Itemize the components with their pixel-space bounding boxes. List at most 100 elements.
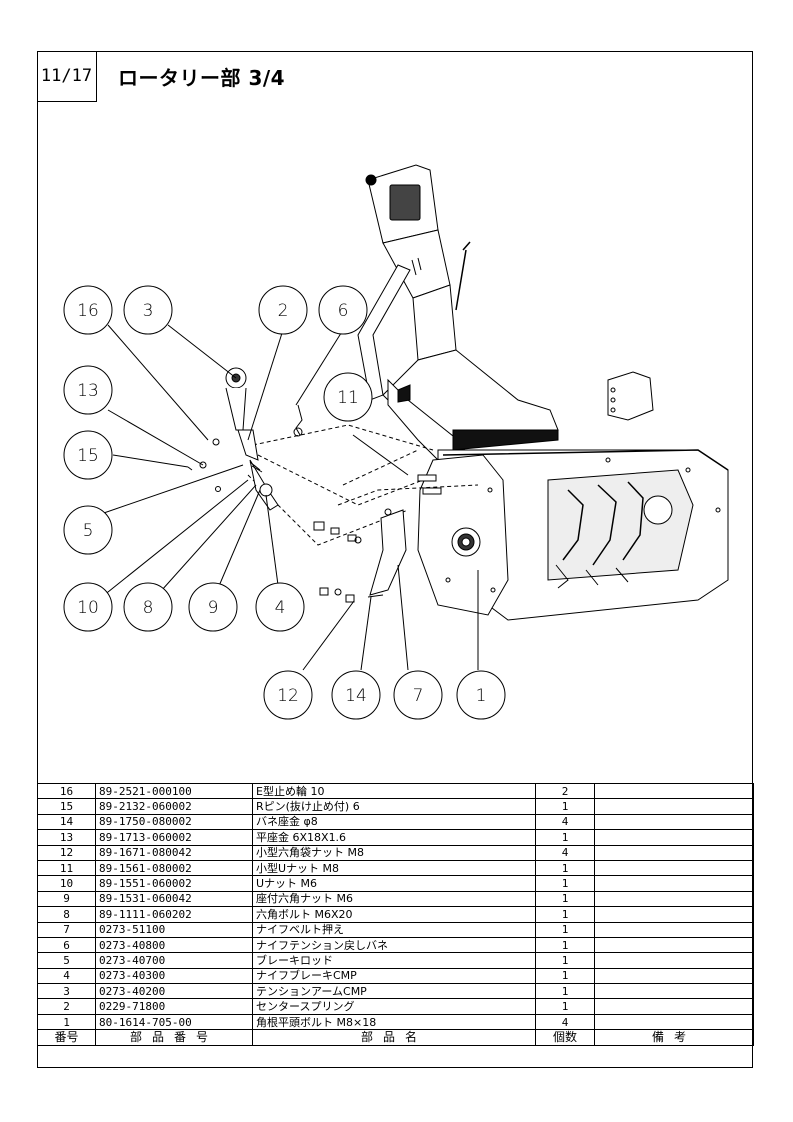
- row-name: ブレーキロッド: [252, 952, 536, 969]
- handle-frame: [357, 164, 559, 481]
- callout-label: 6: [338, 301, 349, 321]
- assembly-lines: [247, 424, 479, 546]
- row-qty: 4: [535, 813, 595, 831]
- row-name: 小型六角袋ナット M8: [252, 844, 536, 861]
- row-remark: [594, 829, 754, 846]
- row-part-no: 89-1111-060202: [95, 906, 253, 923]
- row-no: 15: [37, 798, 96, 815]
- row-name: センタースプリング: [252, 998, 536, 1015]
- rotary-housing: [417, 371, 729, 621]
- row-part-no: 89-2132-060002: [95, 798, 253, 815]
- row-qty: 1: [535, 998, 595, 1015]
- page-frame: [37, 51, 753, 1068]
- row-name: 座付六角ナット M6: [252, 890, 536, 908]
- header-name: 部品名: [252, 1029, 536, 1046]
- row-remark: [594, 875, 754, 892]
- row-remark: [594, 890, 754, 908]
- row-name: E型止め輪 10: [252, 782, 536, 800]
- row-part-no: 80-1614-705-00: [95, 1013, 253, 1031]
- exploded-parts: [187, 367, 442, 603]
- row-remark: [594, 859, 754, 877]
- callout-label: 15: [77, 446, 99, 466]
- row-name: 角根平頭ボルト M8×18: [252, 1013, 536, 1031]
- row-part-no: 0273-40700: [95, 952, 253, 969]
- row-no: 5: [37, 952, 96, 969]
- header-qty: 個数: [535, 1029, 595, 1046]
- row-no: 1: [37, 1013, 96, 1031]
- row-part-no: 0273-40800: [95, 936, 253, 954]
- callout-label: 14: [345, 686, 367, 706]
- row-remark: [594, 906, 754, 923]
- header-remark: 備考: [594, 1029, 754, 1046]
- row-part-no: 89-2521-000100: [95, 782, 253, 800]
- row-part-no: 0273-40200: [95, 983, 253, 1000]
- callout-label: 3: [143, 301, 154, 321]
- row-remark: [594, 983, 754, 1000]
- page-number: 11/17: [37, 51, 97, 102]
- row-part-no: 89-1713-060002: [95, 829, 253, 846]
- callout-label: 13: [77, 381, 99, 401]
- callout-label: 9: [208, 598, 219, 618]
- row-name: 六角ボルト M6X20: [252, 906, 536, 923]
- row-remark: [594, 798, 754, 815]
- row-no: 9: [37, 890, 96, 908]
- row-remark: [594, 952, 754, 969]
- header-no: 番号: [37, 1029, 96, 1046]
- row-qty: 1: [535, 798, 595, 815]
- row-remark: [594, 782, 754, 800]
- row-remark: [594, 921, 754, 938]
- row-no: 6: [37, 936, 96, 954]
- row-no: 4: [37, 967, 96, 985]
- row-qty: 1: [535, 859, 595, 877]
- row-part-no: 89-1750-080002: [95, 813, 253, 831]
- row-part-no: 0273-51100: [95, 921, 253, 938]
- callout-label: 1: [476, 686, 487, 706]
- callout-label: 10: [77, 598, 99, 618]
- row-part-no: 89-1671-080042: [95, 844, 253, 861]
- row-name: Uナット M6: [252, 875, 536, 892]
- row-no: 16: [37, 782, 96, 800]
- row-remark: [594, 936, 754, 954]
- row-part-no: 89-1561-080002: [95, 859, 253, 877]
- parts-table-header: 番号 部品番号 部品名 個数 備考: [37, 1029, 754, 1046]
- row-no: 11: [37, 859, 96, 877]
- page-title: ロータリー部 3/4: [118, 66, 286, 90]
- row-qty: 1: [535, 829, 595, 846]
- row-remark: [594, 998, 754, 1015]
- row-name: ナイフブレーキCMP: [252, 967, 536, 985]
- row-part-no: 89-1531-060042: [95, 890, 253, 908]
- row-no: 12: [37, 844, 96, 861]
- row-no: 8: [37, 906, 96, 923]
- row-name: 平座金 6X18X1.6: [252, 829, 536, 846]
- row-qty: 1: [535, 983, 595, 1000]
- row-name: テンションアームCMP: [252, 983, 536, 1000]
- row-name: ナイフベルト押え: [252, 921, 536, 938]
- row-remark: [594, 1013, 754, 1031]
- row-qty: 1: [535, 875, 595, 892]
- callout-label: 16: [77, 301, 99, 321]
- callout-label: 12: [277, 686, 299, 706]
- row-part-no: 0229-71800: [95, 998, 253, 1015]
- row-qty: 1: [535, 936, 595, 954]
- row-qty: 1: [535, 921, 595, 938]
- callout-label: 8: [143, 598, 154, 618]
- exploded-diagram: 16 3 2 6 13 11 15 5 10 8 9 4 12 14 7 1: [63, 164, 729, 720]
- row-qty: 1: [535, 952, 595, 969]
- row-no: 7: [37, 921, 96, 938]
- row-name: 小型Uナット M8: [252, 859, 536, 877]
- row-qty: 2: [535, 782, 595, 800]
- callout-label: 2: [278, 301, 289, 321]
- row-name: ナイフテンション戻しバネ: [252, 936, 536, 954]
